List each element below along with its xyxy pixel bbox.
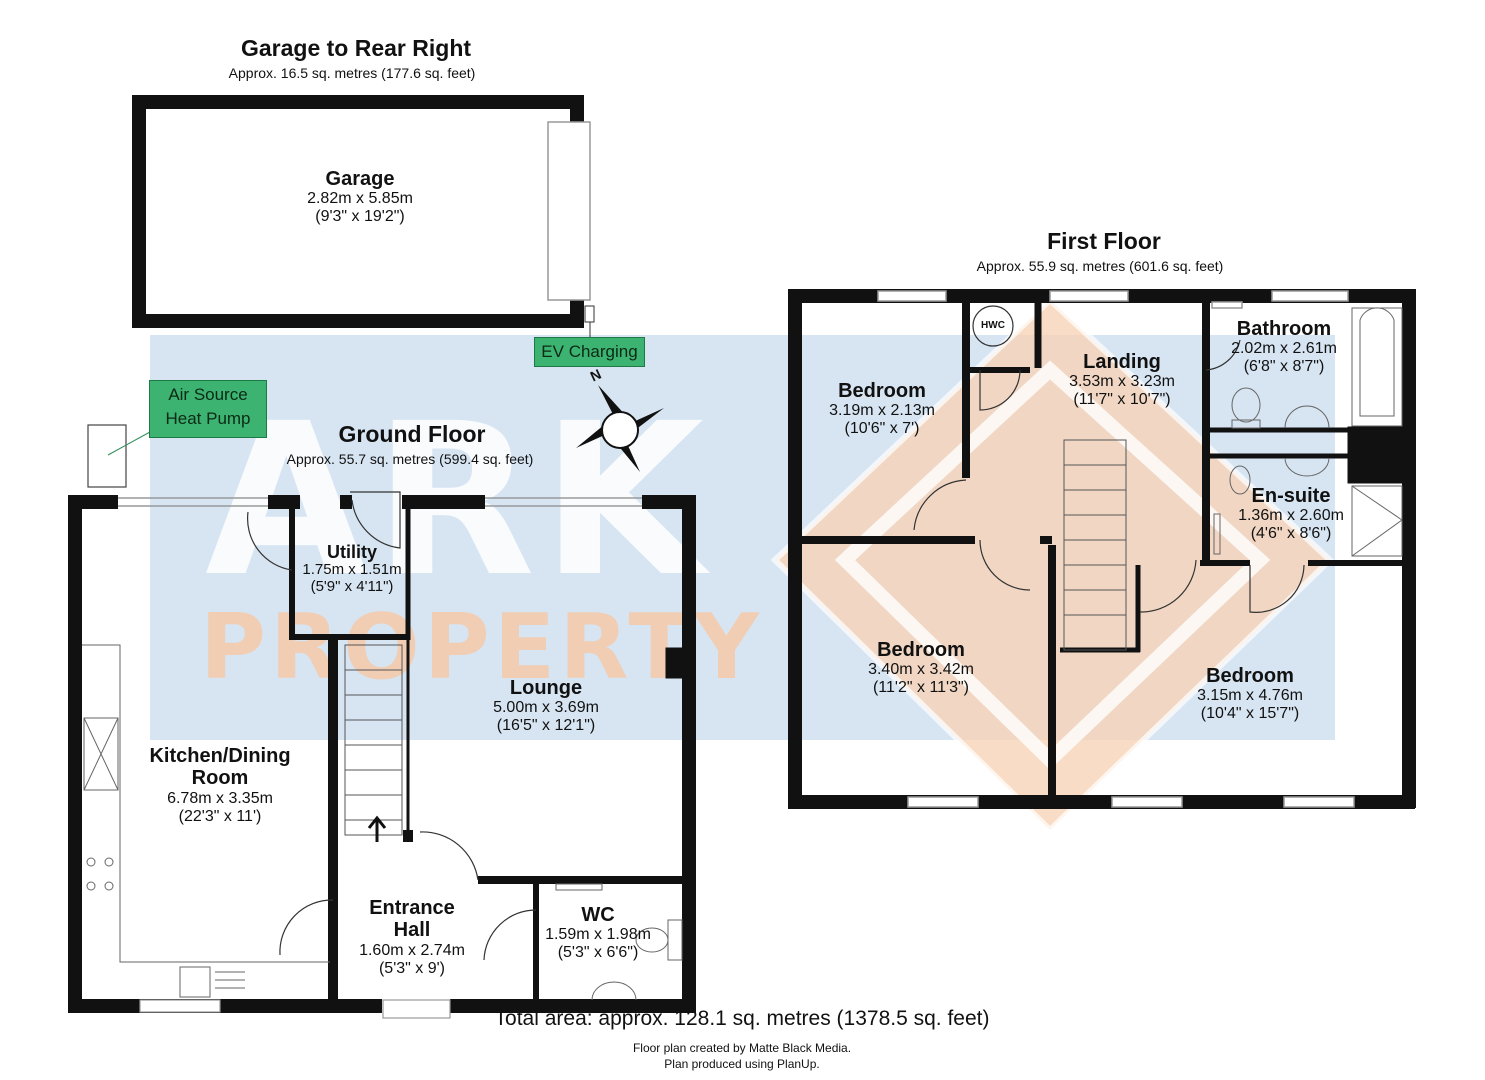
bedroom-large-imperial: (10'4" x 15'7")	[1200, 705, 1300, 723]
landing-label: Landing 3.53m x 3.23m (11'7" x 10'7")	[1069, 351, 1175, 409]
bedroom-large-name: Bedroom	[1206, 665, 1294, 687]
ground-floor-area: Approx. 55.7 sq. metres (599.4 sq. feet)	[286, 451, 534, 467]
ensuite-metric: 1.36m x 2.60m	[1238, 507, 1344, 525]
bedroom-small-imperial: (10'6" x 7')	[844, 420, 920, 438]
ensuite-imperial: (4'6" x 8'6")	[1250, 525, 1332, 543]
wc-label: WC 1.59m x 1.98m (5'3" x 6'6")	[545, 904, 651, 962]
garage-outline	[132, 95, 591, 328]
compass	[576, 385, 664, 472]
bedroom-small-name: Bedroom	[838, 380, 926, 402]
bathroom-imperial: (6'8" x 8'7")	[1243, 358, 1325, 376]
garage-room-label: Garage 2.82m x 5.85m (9'3" x 19'2")	[307, 168, 413, 226]
ev-charger	[584, 305, 595, 323]
landing-metric: 3.53m x 3.23m	[1069, 373, 1175, 391]
bedroom-large-metric: 3.15m x 4.76m	[1197, 687, 1303, 705]
wc-metric: 1.59m x 1.98m	[545, 926, 651, 944]
bedroom-large-label: Bedroom 3.15m x 4.76m (10'4" x 15'7")	[1197, 665, 1303, 723]
entrance-name-line1: Entrance	[369, 897, 455, 919]
heat-pump-label: Air Source Heat Pump	[165, 385, 251, 428]
ground-floor-walls	[68, 495, 696, 1013]
bathroom-fixtures	[1213, 307, 1403, 557]
utility-imperial: (5'9" x 4'11")	[310, 577, 394, 595]
garage-section-area: Approx. 16.5 sq. metres (177.6 sq. feet)	[228, 65, 476, 81]
landing-name: Landing	[1083, 351, 1161, 373]
bathroom-name: Bathroom	[1236, 318, 1332, 340]
bedroom-mid-imperial: (11'2" x 11'3")	[872, 679, 970, 697]
garage-room-imperial: (9'3" x 19'2")	[315, 208, 405, 226]
entrance-metric: 1.60m x 2.74m	[359, 941, 465, 959]
lounge-imperial: (16'5" x 12'1")	[496, 717, 596, 735]
stairs-ground	[344, 644, 403, 836]
credit-line-1: Floor plan created by Matte Black Media.	[632, 1041, 852, 1055]
bedroom-small-label: Bedroom 3.19m x 2.13m (10'6" x 7')	[829, 380, 935, 438]
lounge-name: Lounge	[509, 677, 583, 699]
utility-label: Utility 1.75m x 1.51m (5'9" x 4'11")	[302, 542, 401, 596]
wc-imperial: (5'3" x 6'6")	[557, 944, 639, 962]
wc-fixtures	[555, 883, 683, 1001]
kitchen-name-line2: Room	[191, 767, 249, 790]
heat-pump-tag: Air Source Heat Pump	[149, 380, 267, 438]
bedroom-mid-label: Bedroom 3.40m x 3.42m (11'2" x 11'3")	[868, 639, 974, 697]
heat-pump-unit	[87, 424, 127, 488]
wc-name: WC	[581, 904, 615, 926]
kitchen-imperial: (22'3" x 11')	[178, 807, 262, 825]
kitchen-label: Kitchen/Dining Room 6.78m x 3.35m (22'3"…	[149, 745, 290, 826]
bedroom-mid-metric: 3.40m x 3.42m	[868, 661, 974, 679]
garage-room-name: Garage	[325, 168, 395, 190]
stairs-up-arrow	[367, 815, 387, 842]
entrance-imperial: (5'3" x 9')	[378, 959, 446, 977]
lounge-label: Lounge 5.00m x 3.69m (16'5" x 12'1")	[493, 677, 599, 735]
lounge-metric: 5.00m x 3.69m	[493, 699, 599, 717]
credit-line-2: Plan produced using PlanUp.	[664, 1057, 820, 1071]
ev-charging-tag: EV Charging	[534, 337, 645, 367]
stairs-first	[1063, 439, 1127, 651]
bathroom-metric: 2.02m x 2.61m	[1231, 340, 1337, 358]
ground-floor-title: Ground Floor	[338, 421, 486, 447]
total-area: Total area: approx. 128.1 sq. metres (13…	[494, 1007, 990, 1030]
kitchen-metric: 6.78m x 3.35m	[167, 789, 273, 807]
first-floor-windows	[877, 290, 1355, 808]
bedroom-mid-name: Bedroom	[877, 639, 965, 661]
bedroom-small-metric: 3.19m x 2.13m	[829, 402, 935, 420]
landing-imperial: (11'7" x 10'7")	[1073, 391, 1171, 409]
hwc-tank	[972, 305, 1014, 347]
entrance-name-line2: Hall	[393, 919, 431, 942]
ensuite-name: En-suite	[1251, 485, 1331, 507]
garage-section-title: Garage to Rear Right	[240, 35, 472, 61]
first-floor-area: Approx. 55.9 sq. metres (601.6 sq. feet)	[976, 258, 1224, 274]
garage-room-metric: 2.82m x 5.85m	[307, 190, 413, 208]
bathroom-label: Bathroom 2.02m x 2.61m (6'8" x 8'7")	[1231, 318, 1337, 376]
ensuite-label: En-suite 1.36m x 2.60m (4'6" x 8'6")	[1238, 485, 1344, 543]
hwc-label: HWC	[981, 320, 1005, 331]
kitchen-name-line1: Kitchen/Dining	[149, 745, 291, 767]
entrance-hall-label: Entrance Hall 1.60m x 2.74m (5'3" x 9')	[359, 897, 465, 978]
utility-metric: 1.75m x 1.51m	[302, 561, 402, 579]
first-floor-title: First Floor	[1047, 228, 1161, 254]
garage-door	[547, 121, 591, 301]
kitchen-units	[82, 644, 330, 998]
utility-name: Utility	[326, 542, 377, 562]
